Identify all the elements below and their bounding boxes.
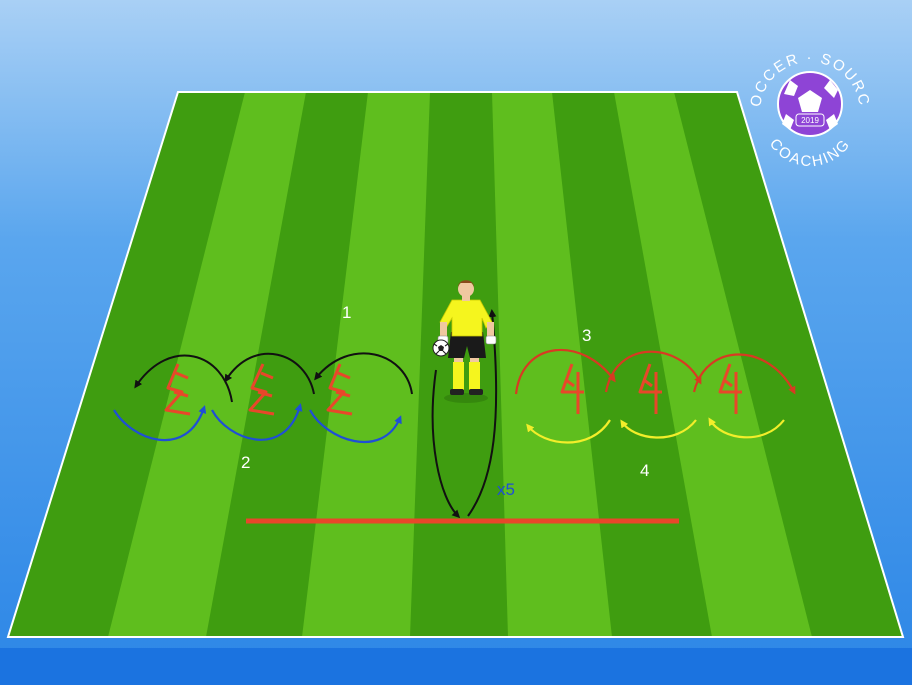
hurdle-icon bbox=[248, 363, 275, 416]
logo-bottom-text: COACHING bbox=[766, 135, 854, 170]
hurdle-icon bbox=[718, 363, 742, 414]
soccer-ball-icon bbox=[432, 339, 450, 357]
goalkeeper-icon bbox=[437, 280, 497, 403]
pitch-stripes bbox=[8, 92, 903, 637]
hurdle-icon bbox=[326, 363, 353, 416]
hurdle-icon bbox=[164, 363, 191, 416]
drill-3-arrows bbox=[514, 348, 796, 395]
bottom-band bbox=[0, 648, 912, 685]
hurdle-icon bbox=[638, 363, 662, 414]
drill-3-label: 3 bbox=[582, 326, 592, 345]
repetitions-label: x5 bbox=[497, 480, 515, 499]
drill-2-arrows bbox=[113, 403, 402, 444]
logo: SOCCER · SOURCE COACHING 2019 bbox=[740, 40, 871, 170]
drill-1-label: 1 bbox=[342, 303, 352, 322]
drill-4-label: 4 bbox=[640, 461, 650, 480]
logo-year: 2019 bbox=[801, 116, 819, 125]
logo-ball-icon bbox=[777, 71, 843, 137]
hurdle-icon bbox=[560, 363, 584, 414]
sprint-arrows bbox=[431, 309, 498, 519]
drill-2-label: 2 bbox=[241, 453, 251, 472]
drill-1-arrows bbox=[134, 352, 413, 403]
drill-4-arrows bbox=[526, 417, 785, 444]
